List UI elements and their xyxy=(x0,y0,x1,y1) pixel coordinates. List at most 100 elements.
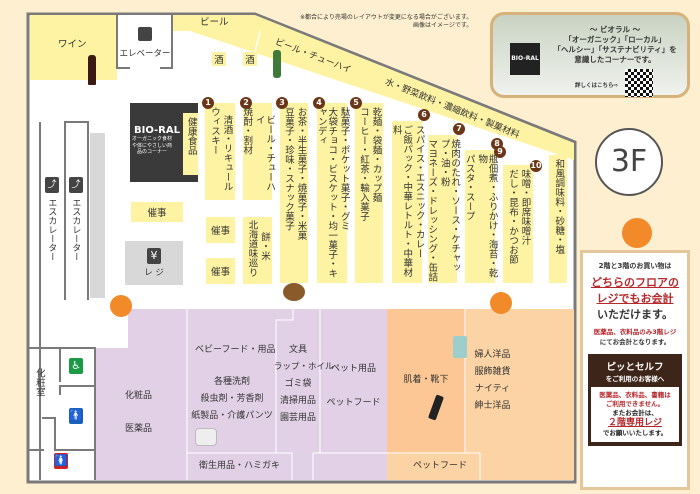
apparel-item: ナイティ xyxy=(474,384,511,394)
shelf-label: 味噌・即席味噌汁 xyxy=(519,169,531,245)
wine-bottle-icon xyxy=(88,55,96,85)
bioral-panel-text: 意識したコーナーです。 xyxy=(574,55,656,65)
escalator-icon: ⤴ xyxy=(69,177,83,193)
mascot-icon xyxy=(622,218,652,248)
self-checkout-text: でお願いいたします。 xyxy=(602,429,668,438)
info-note: にてお会計となります。 xyxy=(599,338,671,346)
floor-indicator: 3F xyxy=(595,128,663,196)
zone-beer: ビール xyxy=(200,17,229,28)
self-checkout-box: ピッとセルフ をご利用のお客様へ 医薬品、衣料品、書籍は ご利用できません。 ま… xyxy=(588,354,682,447)
shelf-label: 清酒・リキュール xyxy=(221,115,233,191)
shelf-label: だし・昆布・かつお節 xyxy=(507,169,518,264)
bioral-info-panel: BIO-RAL ～ ビオラル ～ 「オーガニック」「ローカル」 「ヘルシー」「サ… xyxy=(490,12,690,98)
shelf-label: スパイス・エスニック・カレー xyxy=(413,125,425,258)
self-checkout-text: またお会計は、 xyxy=(612,408,658,417)
shelf-label: パスタ・スープ xyxy=(463,154,475,221)
toilet-paper-icon xyxy=(195,428,217,446)
shelf-hokkaido: 餅・米北海道味巡り xyxy=(243,217,272,284)
camisole-icon xyxy=(453,336,467,358)
bioral-panel-title: ～ ビオラル ～ xyxy=(589,25,641,34)
apparel-item: 紳士洋品 xyxy=(474,401,511,411)
bioral-panel-logo: BIO-RAL xyxy=(510,43,540,75)
info-text: 2階と3階のお買い物は xyxy=(598,262,672,270)
zone-event-3: 催事 xyxy=(206,258,235,284)
zone-event-2: 催事 xyxy=(206,217,235,243)
shelf-7: 焼肉のたれ・ソース・ケチャップ・油・粉マヨネーズ・ドレッシング・缶詰 xyxy=(426,135,461,283)
zone-apparel: 婦人洋品服飾雑貨ナイティ紳士洋品 xyxy=(465,347,520,415)
zone-underwear: 肌着・靴下 xyxy=(403,375,449,385)
zone-sake-2: 酒 xyxy=(243,52,257,66)
shelf-10: 和風調味料・砂糖・塩 xyxy=(549,155,567,283)
zone-medicine: 医薬品 xyxy=(125,424,153,434)
shelf-label: 健康食品 xyxy=(185,117,197,155)
zone-wrap: ラップ・ホイル xyxy=(274,362,334,372)
shelf-label: 北海道味巡り xyxy=(246,220,258,277)
escalator-icon: ⤴ xyxy=(45,177,59,193)
qr-code-icon[interactable] xyxy=(625,69,653,97)
self-checkout-subtitle: をご利用のお客様へ xyxy=(605,375,665,383)
info-text: いただけます。 xyxy=(597,308,673,321)
mens-toilet-icon: 🚹 xyxy=(69,408,83,424)
zone-register: レ ジ xyxy=(144,268,164,278)
self-checkout-text: ご利用できません。 xyxy=(605,399,665,408)
zone-elevator: エレベーター xyxy=(119,49,171,59)
zone-detergent: 各種洗剤 xyxy=(213,377,250,387)
aisle-number-badge: 6 xyxy=(418,109,430,121)
zone-pet-food: ペットフード xyxy=(326,398,381,408)
mascot-icon xyxy=(490,292,512,314)
bioral-panel-text: 「ヘルシー」「サステナビリティ」を xyxy=(553,45,677,55)
zone-hygiene: 衛生用品・ハミガキ xyxy=(198,461,280,471)
zone-pet-food-2: ペットフード xyxy=(412,461,467,471)
checkout-info-panel: 2階と3階のお買い物は どちらのフロアの レジでもお会計 いただけます。 医薬品… xyxy=(580,250,690,490)
shelf-health: 健康食品 xyxy=(183,113,198,175)
aisle-number-badge: 9 xyxy=(494,146,506,158)
elevator-icon xyxy=(138,27,152,41)
zone-event-1: 催事 xyxy=(131,202,183,222)
aisle-number-badge: 1 xyxy=(202,97,214,109)
zone-insecticide: 殺虫剤・芳香剤 xyxy=(200,394,264,404)
zone-wine: ワイン xyxy=(58,39,87,50)
shelf-label: ウィスキー xyxy=(209,107,220,155)
bioral-subtitle: オーガニック食材や体にやさしい商品のコーナー xyxy=(131,136,172,155)
shelf-label: 乾麺・袋麺・カップ麺 xyxy=(370,107,382,202)
shelf-label: 餅・米 xyxy=(258,232,270,261)
bioral-logo: BIO-RAL xyxy=(134,125,180,136)
shelf-label: コーヒー・紅茶・輸入菓子 xyxy=(358,107,369,221)
aisle-number-badge: 7 xyxy=(453,123,465,135)
notice-line: 画像はイメージです。 xyxy=(413,21,473,29)
yen-icon: ¥ xyxy=(147,248,161,264)
shelf-6: スパイス・エスニック・カレーご飯パック・中華レトルト・中華材料 xyxy=(390,121,425,283)
aisle-number-badge: 10 xyxy=(530,160,542,172)
aisle-number-badge: 5 xyxy=(350,97,362,109)
aisle-number-badge: 4 xyxy=(313,97,325,109)
bioral-panel-text: 「オーガニック」「ローカル」 xyxy=(564,35,666,45)
shelf-2: ビール・チューハイ焼酎・割材 xyxy=(241,103,276,200)
snack-icon xyxy=(283,283,305,301)
shelf-1: 清酒・リキュールウィスキー xyxy=(205,103,235,200)
shelf-3: お茶・半生菓子・焼菓子・米菓豆菓子・珍味・スナック菓子 xyxy=(280,103,308,283)
accessible-toilet-icon: ♿ xyxy=(69,358,83,374)
notice-line: ※都合により売場のレイアウトが変更になる場合がございます。 xyxy=(300,14,473,21)
zone-garden: 園芸用品 xyxy=(279,413,316,423)
mascot-icon xyxy=(110,295,132,317)
shelf-label: 豆菓子・珍味・スナック菓子 xyxy=(283,107,294,231)
shelf-label: ご飯パック・中華レトルト・中華材料 xyxy=(390,125,413,277)
shelf-label: お茶・半生菓子・焼菓子・米菓 xyxy=(295,107,307,240)
shelf-label: 焼肉のたれ・ソース・ケチャップ・油・粉 xyxy=(438,139,461,272)
shelf-9: 味噌・即席味噌汁だし・昆布・かつお節 xyxy=(503,165,533,283)
shelf-label: 瓶佃煮・ふりかけ・海苔・乾物 xyxy=(476,154,498,278)
shelf-label: 駄菓子・ポケット菓子・グミ xyxy=(338,107,350,231)
aisle-number-badge: 3 xyxy=(276,97,288,109)
info-highlight: レジでもお会計 xyxy=(596,292,674,305)
shelf-4: 駄菓子・ポケット菓子・グミ大袋チョコ・ビスケット・均一菓子・キャンディ xyxy=(315,103,350,283)
zone-cleaning: 清掃用品 xyxy=(279,396,316,406)
zone-cosmetics: 化粧品 xyxy=(125,391,153,401)
shelf-8: 瓶佃煮・ふりかけ・海苔・乾物パスタ・スープ xyxy=(463,150,498,283)
shelf-label: ビール・チューハイ xyxy=(253,115,276,191)
shelf-label: 大袋チョコ・ビスケット・均一菓子・キャンディ xyxy=(315,107,338,278)
zone-trash-bags: ゴミ袋 xyxy=(284,379,312,389)
bioral-details-link[interactable]: 詳しくはこちら⇨ xyxy=(575,83,619,89)
self-checkout-text: 医薬品、衣料品、書籍は xyxy=(599,391,671,399)
beer-bottle-icon xyxy=(273,50,281,78)
shelf-5: 乾麺・袋麺・カップ麺コーヒー・紅茶・輸入菓子 xyxy=(355,103,383,283)
